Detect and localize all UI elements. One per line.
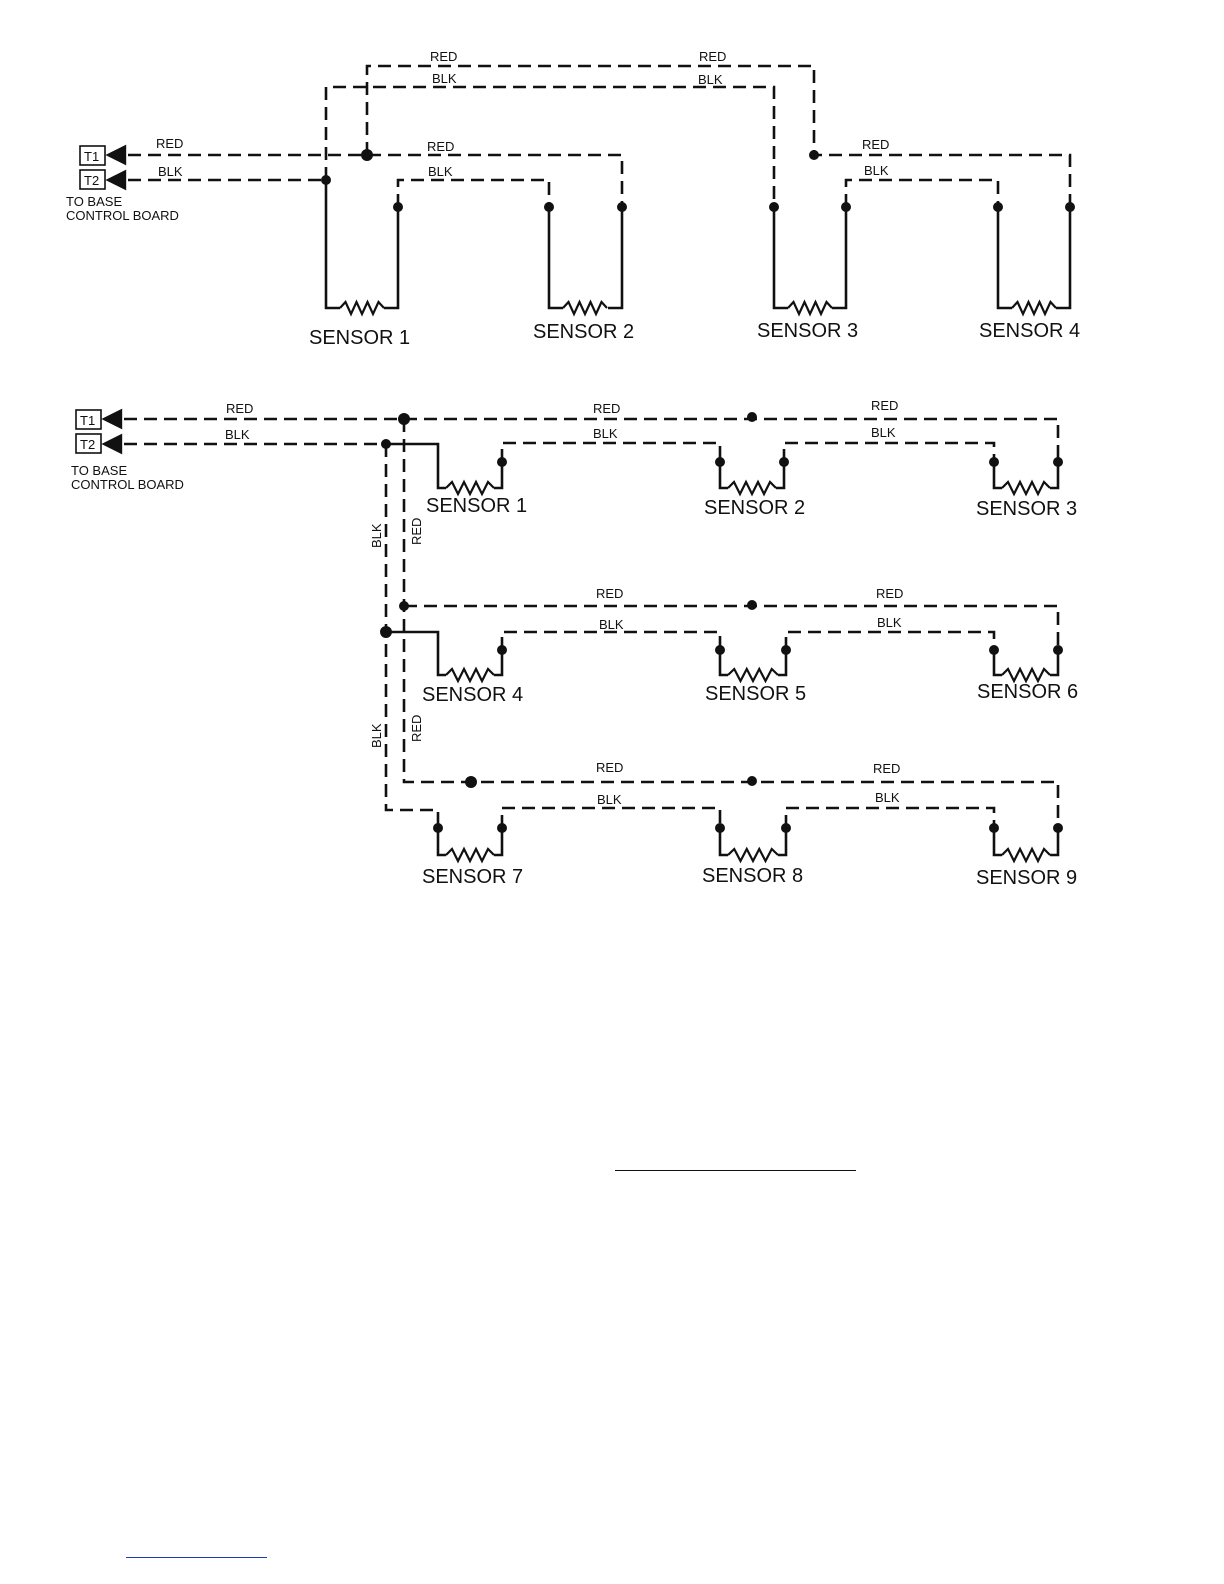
svg-text:T1: T1	[80, 413, 95, 428]
resistor-icon	[340, 302, 384, 314]
svg-text:RED: RED	[430, 49, 457, 64]
svg-text:BLK: BLK	[593, 426, 618, 441]
svg-text:T2: T2	[84, 173, 99, 188]
resistor-icon	[1002, 482, 1050, 494]
sensor-label: SENSOR 3	[757, 320, 858, 342]
resistor-icon	[1002, 849, 1050, 861]
board-label-line1: TO BASE	[71, 463, 127, 478]
blk-wire	[786, 808, 994, 828]
svg-text:T1: T1	[84, 149, 99, 164]
blk-wire	[786, 632, 994, 650]
terminal-t1: T1	[80, 146, 105, 165]
svg-text:RED: RED	[409, 715, 424, 742]
terminal-t1: T1	[76, 410, 101, 429]
sensor-label: SENSOR 9	[976, 867, 1077, 889]
svg-text:RED: RED	[226, 401, 253, 416]
junction-dots	[380, 412, 1063, 833]
separator-rule	[615, 1170, 856, 1171]
sensor-label: SENSOR 1	[426, 495, 527, 517]
svg-text:RED: RED	[409, 518, 424, 545]
svg-text:RED: RED	[862, 137, 889, 152]
svg-text:RED: RED	[699, 49, 726, 64]
board-label-line2: CONTROL BOARD	[66, 208, 179, 223]
blk-wire	[846, 180, 998, 207]
svg-text:RED: RED	[596, 760, 623, 775]
sensor-label: SENSOR 7	[422, 866, 523, 888]
svg-text:BLK: BLK	[225, 427, 250, 442]
resistor-icon	[446, 669, 494, 681]
terminal-t2: T2	[80, 170, 105, 189]
svg-text:RED: RED	[427, 139, 454, 154]
svg-text:BLK: BLK	[877, 615, 902, 630]
svg-text:RED: RED	[873, 761, 900, 776]
nine-sensor-diagram: T1 T2 TO BASE CONTROL BOARD	[71, 398, 1078, 889]
four-sensor-diagram: T1 T2 TO BASE CONTROL BOARD	[66, 49, 1080, 349]
resistor-icon	[563, 302, 607, 314]
resistor-icon	[446, 482, 494, 494]
svg-text:BLK: BLK	[597, 792, 622, 807]
svg-text:BLK: BLK	[369, 723, 384, 748]
resistor-icon	[728, 482, 776, 494]
board-label-line1: TO BASE	[66, 194, 122, 209]
blk-wire	[502, 632, 720, 650]
resistor-icon	[1012, 302, 1056, 314]
svg-text:BLK: BLK	[369, 523, 384, 548]
sensor-label: SENSOR 5	[705, 683, 806, 705]
sensor-label: SENSOR 2	[704, 497, 805, 519]
resistor-icon	[446, 849, 494, 861]
sensor-label: SENSOR 2	[533, 321, 634, 343]
footnote-rule	[126, 1557, 267, 1558]
resistor-icon	[728, 669, 778, 681]
board-label-line2: CONTROL BOARD	[71, 477, 184, 492]
svg-text:RED: RED	[596, 586, 623, 601]
svg-text:BLK: BLK	[864, 163, 889, 178]
svg-text:BLK: BLK	[871, 425, 896, 440]
wire-labels: RED RED RED BLK BLK BLK RED RED BLK BLK …	[225, 398, 903, 807]
sensor-leads	[326, 180, 1070, 308]
svg-text:RED: RED	[871, 398, 898, 413]
resistor-icon	[1002, 669, 1050, 681]
sensor-label: SENSOR 4	[422, 684, 523, 706]
svg-text:RED: RED	[876, 586, 903, 601]
wire-labels: RED RED BLK BLK RED BLK RED BLK RED BLK	[156, 49, 889, 179]
svg-text:T2: T2	[80, 437, 95, 452]
svg-text:BLK: BLK	[698, 72, 723, 87]
sensor-label: SENSOR 3	[976, 498, 1077, 520]
resistor-icon	[788, 302, 832, 314]
blk-wire	[398, 180, 549, 207]
terminal-t2: T2	[76, 434, 101, 453]
sensor-label: SENSOR 1	[309, 327, 410, 349]
sensor-label: SENSOR 8	[702, 865, 803, 887]
svg-text:BLK: BLK	[875, 790, 900, 805]
sensor-label: SENSOR 4	[979, 320, 1080, 342]
svg-text:BLK: BLK	[428, 164, 453, 179]
blk-wire	[784, 443, 994, 462]
resistor-icon	[728, 849, 778, 861]
red-wire	[108, 155, 622, 207]
blk-wire	[502, 443, 720, 462]
svg-text:BLK: BLK	[599, 617, 624, 632]
svg-text:BLK: BLK	[432, 71, 457, 86]
svg-text:RED: RED	[593, 401, 620, 416]
blk-wire	[502, 808, 720, 828]
sensor-label: SENSOR 6	[977, 681, 1078, 703]
svg-text:BLK: BLK	[158, 164, 183, 179]
svg-text:RED: RED	[156, 136, 183, 151]
